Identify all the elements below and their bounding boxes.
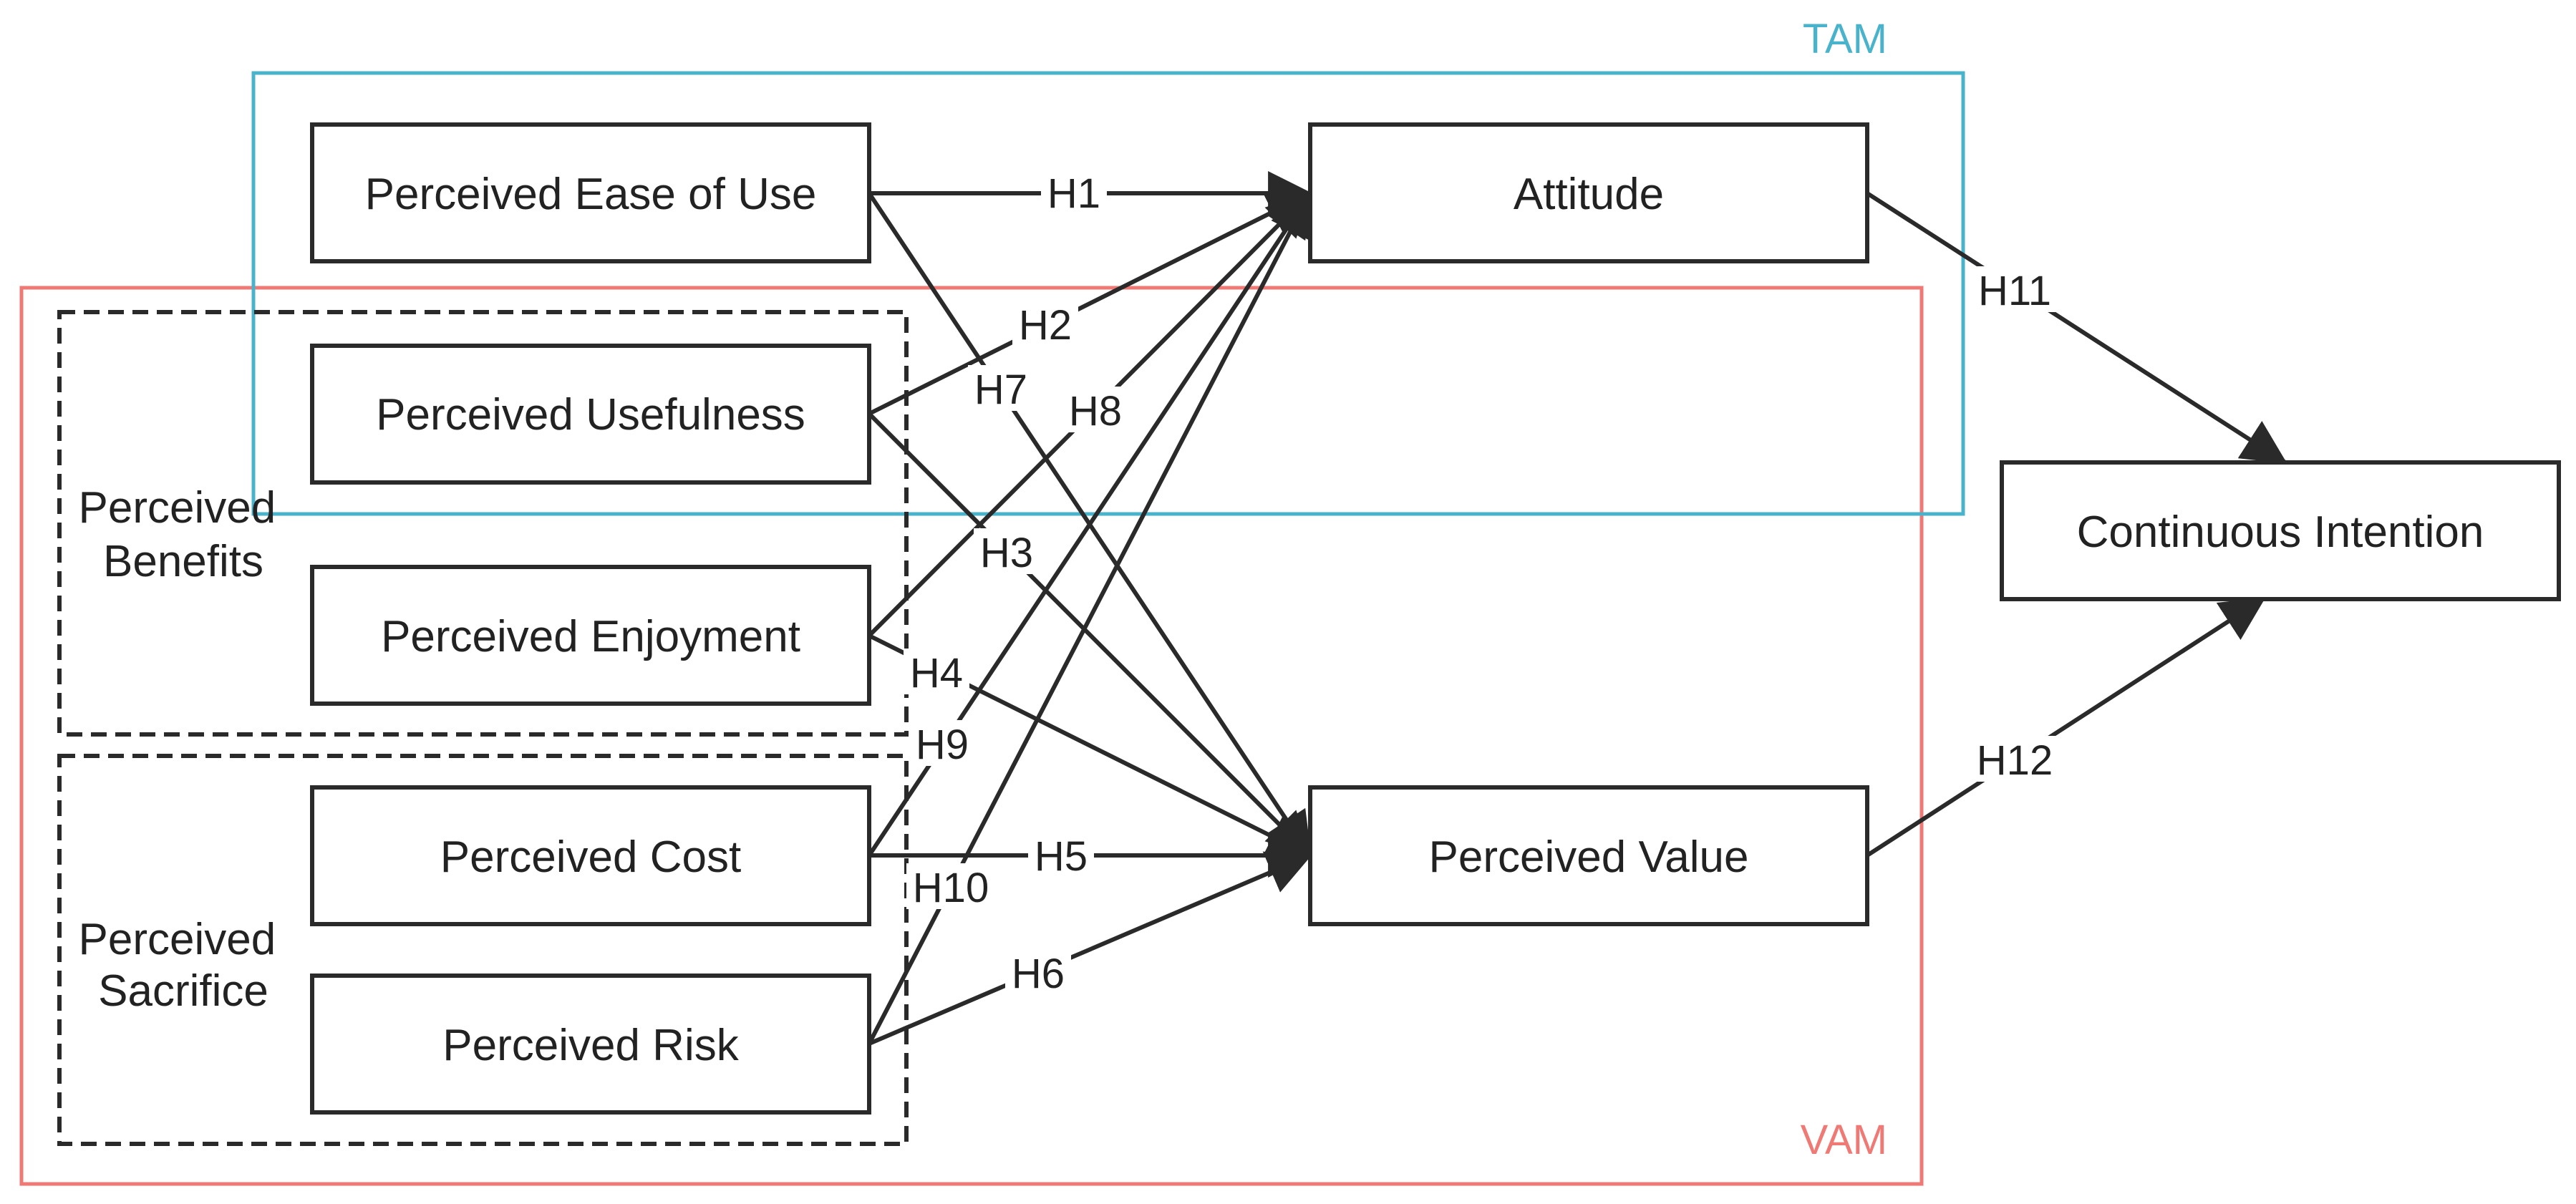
arrow-h2 — [868, 191, 1312, 416]
vam-frame-title: VAM — [1801, 1117, 1887, 1163]
perceived-benefits-group — [57, 310, 909, 737]
label-h2: H2 — [1019, 302, 1072, 349]
perceived-sacrifice-label: Perceived Sacrifice — [79, 915, 289, 1016]
svg-text:Perceived Risk: Perceived Risk — [442, 1021, 739, 1070]
vam-frame — [19, 286, 1924, 1186]
label-h4: H4 — [910, 650, 963, 696]
arrow-h7 — [867, 192, 1312, 858]
node-perceived-risk: Perceived Risk — [310, 974, 871, 1115]
hypothesis-labels: H1 H2 H7 H8 H3 H4 H9 H5 H10 H6 H11 H12 — [904, 169, 2059, 997]
label-h10: H10 — [913, 865, 989, 911]
construct-nodes: Perceived Ease of Use Perceived Usefulne… — [310, 122, 2561, 1115]
label-h6: H6 — [1012, 951, 1065, 997]
tam-frame-title: TAM — [1803, 16, 1887, 62]
arrow-h3 — [867, 412, 1312, 858]
svg-text:Perceived Enjoyment: Perceived Enjoyment — [381, 612, 800, 661]
arrow-h11 — [1866, 191, 2287, 465]
arrow-h6 — [868, 851, 1312, 1046]
svg-text:Perceived Cost: Perceived Cost — [440, 832, 741, 882]
label-h1: H1 — [1047, 170, 1100, 217]
arrow-h12 — [1866, 596, 2266, 858]
label-h9: H9 — [916, 722, 969, 768]
tam-frame — [251, 71, 1965, 516]
arrow-h10 — [867, 191, 1312, 1045]
node-perceived-enjoyment: Perceived Enjoyment — [310, 565, 871, 706]
perceived-benefits-label: Perceived Benefits — [79, 483, 289, 586]
label-h8: H8 — [1069, 388, 1122, 434]
label-h11: H11 — [1978, 268, 2051, 314]
label-h3: H3 — [980, 530, 1033, 576]
node-perceived-value: Perceived Value — [1308, 785, 1869, 926]
label-h5: H5 — [1035, 833, 1088, 880]
svg-text:Perceived Usefulness: Perceived Usefulness — [376, 390, 805, 440]
node-continuous-intention: Continuous Intention — [2000, 460, 2561, 601]
node-attitude: Attitude — [1308, 122, 1869, 263]
node-perceived-cost: Perceived Cost — [310, 785, 871, 926]
node-perceived-ease-of-use: Perceived Ease of Use — [310, 122, 871, 263]
svg-text:Attitude: Attitude — [1514, 170, 1664, 219]
node-perceived-usefulness: Perceived Usefulness — [310, 344, 871, 485]
perceived-sacrifice-group — [57, 754, 909, 1146]
svg-text:Perceived Value: Perceived Value — [1429, 832, 1749, 882]
svg-text:Perceived Ease of Use: Perceived Ease of Use — [365, 170, 817, 219]
label-h7: H7 — [974, 366, 1027, 413]
svg-text:Continuous Intention: Continuous Intention — [2077, 508, 2484, 557]
label-h12: H12 — [1977, 737, 2053, 784]
